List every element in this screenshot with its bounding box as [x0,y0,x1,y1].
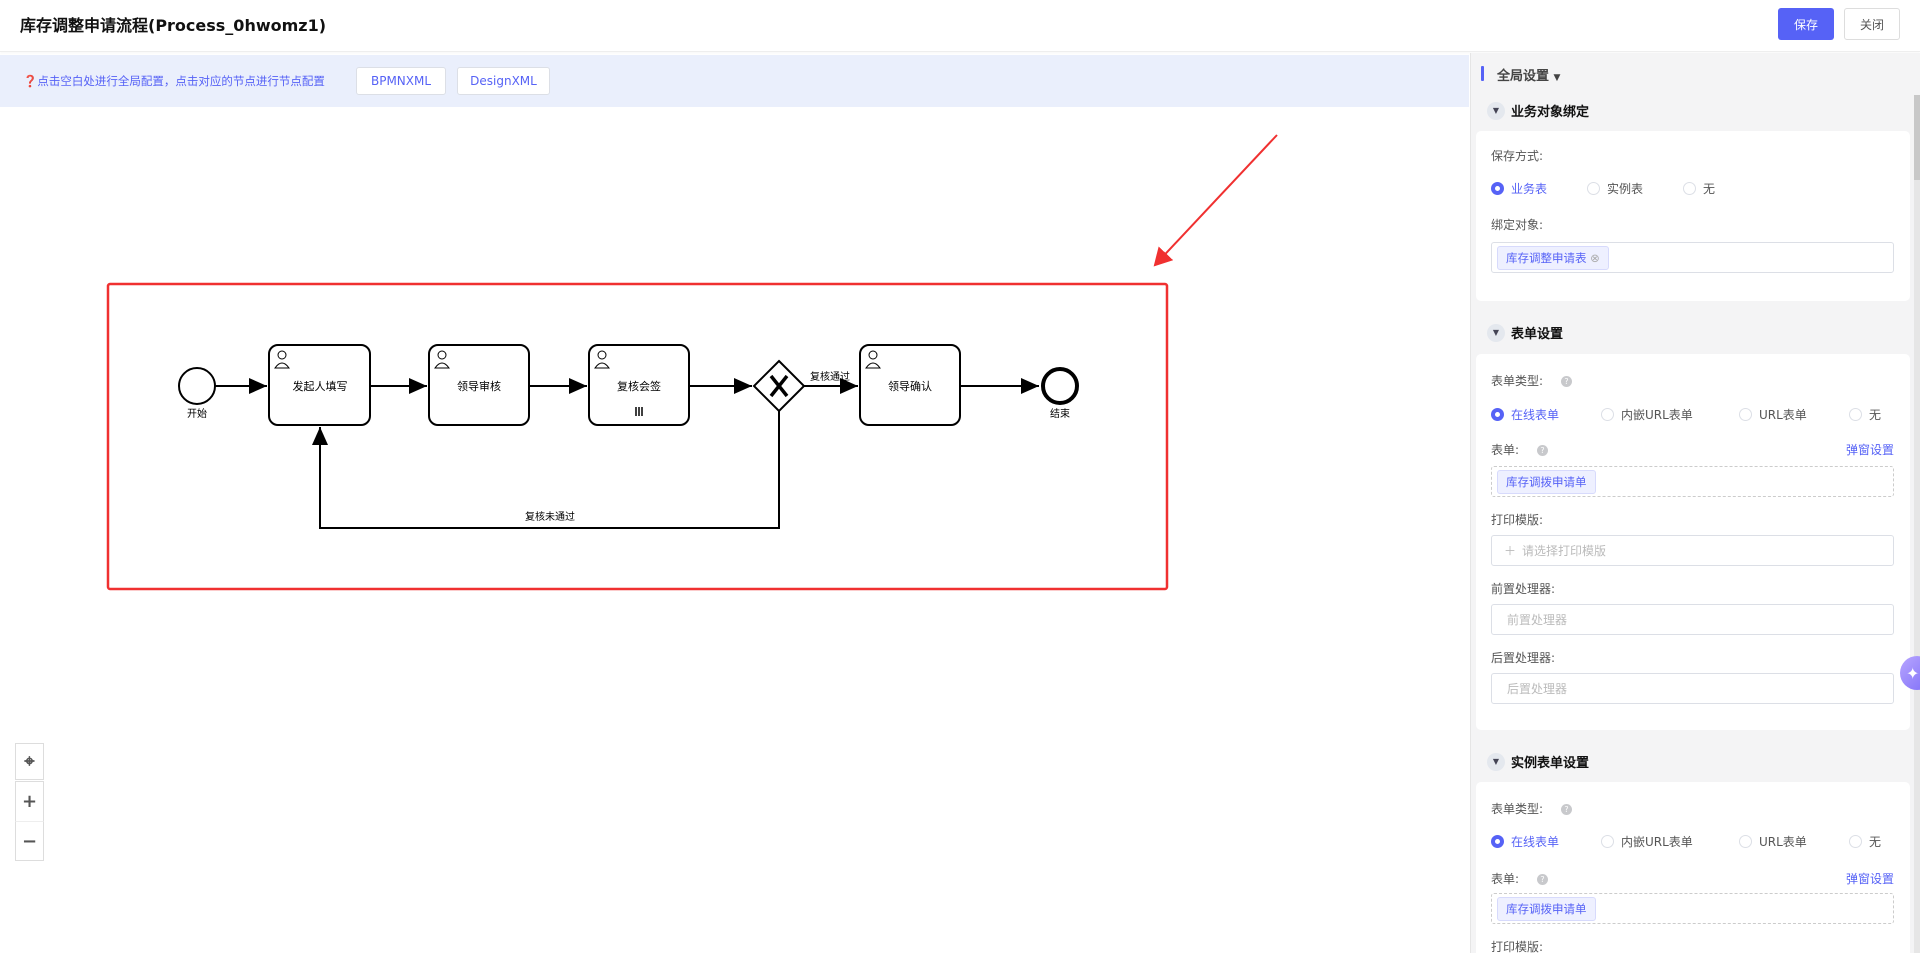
user-icon [274,350,290,369]
info-tip: ❓点击空白处进行全局配置，点击对应的节点进行节点配置 [23,74,325,88]
print-template-label: 打印模版: [1491,513,1544,527]
designxml-button[interactable]: DesignXML [457,67,550,95]
ai-assistant-button[interactable]: ✦ [1900,656,1920,690]
diagram-canvas[interactable]: 开始 结束 发起人填写 领导审核 复核会签 复核通过 复核未通过 领导确认 [0,107,1469,953]
print-template-select[interactable]: ＋请选择打印模版 [1491,535,1894,566]
end-event[interactable] [1041,367,1079,405]
radio-none[interactable]: 无 [1849,833,1881,850]
caret-down-icon: ▼ [1487,752,1505,771]
pre-processor-label: 前置处理器: [1491,582,1556,596]
help-icon: ? [1537,874,1549,885]
fit-view-button[interactable]: ⌖ [15,743,44,780]
user-icon [594,350,610,369]
form-label: 表单:? [1491,441,1549,458]
sparkle-icon: ✦ [1906,663,1920,683]
page-title: 库存调整申请流程(Process_0hwomz1) [20,16,327,35]
user-icon [434,350,450,369]
radio-url-form[interactable]: URL表单 [1739,833,1807,850]
crosshair-icon: ⌖ [24,751,35,772]
pre-processor-textarea[interactable]: 前置处理器 [1491,604,1894,635]
caret-down-icon: ▼ [1487,101,1505,120]
form-select[interactable]: 库存调拨申请单 [1491,893,1894,924]
accent-bar [1481,66,1484,81]
form-tag: 库存调拨申请单 [1497,469,1596,494]
scrollbar[interactable] [1914,95,1920,953]
task-initiator[interactable]: 发起人填写 [268,344,371,426]
task-countersign[interactable]: 复核会签 [588,344,690,426]
popup-settings-link[interactable]: 弹窗设置 [1845,443,1894,457]
start-label: 开始 [187,407,207,420]
radio-none[interactable]: 无 [1683,180,1715,197]
help-icon: ? [1561,376,1573,387]
post-processor-label: 后置处理器: [1491,651,1556,665]
post-processor-textarea[interactable]: 后置处理器 [1491,673,1894,704]
caret-down-icon: ▼ [1487,323,1505,342]
radio-online-form[interactable]: 在线表单 [1491,406,1559,423]
radio-embedded-url-form[interactable]: 内嵌URL表单 [1601,833,1693,850]
help-icon: ? [1561,804,1573,815]
radio-embedded-url-form[interactable]: 内嵌URL表单 [1601,406,1693,423]
save-button[interactable]: 保存 [1778,8,1834,40]
form-tag: 库存调拨申请单 [1497,896,1596,921]
parallel-multi-instance-icon [635,407,643,416]
close-button[interactable]: 关闭 [1844,8,1900,40]
form-label: 表单:? [1491,870,1549,887]
global-settings-dropdown[interactable]: 全局设置 ▼ [1497,69,1561,84]
radio-none[interactable]: 无 [1849,406,1881,423]
minus-icon: − [21,830,38,852]
header: 库存调整申请流程(Process_0hwomz1) 保存 关闭 [0,0,1920,52]
section-header-business[interactable]: ▼业务对象绑定 [1487,101,1589,120]
zoom-out-button[interactable]: − [15,821,44,861]
bind-object-input[interactable]: 库存调整申请表 ⊗ [1491,242,1894,273]
radio-business-table[interactable]: 业务表 [1491,180,1547,197]
form-type-label: 表单类型:? [1491,372,1573,389]
section-header-instance-form[interactable]: ▼实例表单设置 [1487,752,1589,771]
task-leader-confirm[interactable]: 领导确认 [859,344,961,426]
info-bar: ❓点击空白处进行全局配置，点击对应的节点进行节点配置 BPMNXML Desig… [0,55,1469,107]
highlight-box [106,282,1169,591]
task-label: 领导审核 [457,379,501,393]
radio-online-form[interactable]: 在线表单 [1491,833,1559,850]
task-leader-review[interactable]: 领导审核 [428,344,530,426]
task-label: 发起人填写 [293,379,348,393]
radio-url-form[interactable]: URL表单 [1739,406,1807,423]
bpmnxml-button[interactable]: BPMNXML [356,67,446,95]
bind-object-label: 绑定对象: [1491,218,1544,232]
plus-icon: + [21,791,38,812]
user-icon [865,350,881,369]
close-tag-icon[interactable]: ⊗ [1590,250,1600,265]
task-label: 复核会签 [617,379,661,393]
end-label: 结束 [1050,407,1070,420]
bind-object-tag: 库存调整申请表 ⊗ [1497,245,1609,270]
scrollbar-thumb[interactable] [1914,95,1920,180]
properties-panel: 全局设置 ▼ ▼业务对象绑定 保存方式: 业务表 实例表 无 绑定对象: 库存调… [1470,53,1920,953]
radio-instance-table[interactable]: 实例表 [1587,180,1643,197]
form-settings-card: 表单类型:? 在线表单 内嵌URL表单 URL表单 无 表单:? 弹窗设置 库存… [1476,354,1910,730]
form-select[interactable]: 库存调拨申请单 [1491,466,1894,497]
business-binding-card: 保存方式: 业务表 实例表 无 绑定对象: 库存调整申请表 ⊗ [1476,131,1910,301]
zoom-in-button[interactable]: + [15,781,44,821]
task-label: 领导确认 [888,380,932,393]
print-template-label: 打印模版: [1491,940,1544,953]
instance-form-card: 表单类型:? 在线表单 内嵌URL表单 URL表单 无 表单:? 弹窗设置 库存… [1476,782,1910,953]
annotation-arrow [1153,134,1278,267]
help-icon: ? [1537,445,1549,456]
start-event[interactable] [178,367,216,405]
exclusive-gateway[interactable] [752,359,806,413]
save-mode-label: 保存方式: [1491,149,1544,163]
flow-label-pass: 复核通过 [810,370,850,383]
form-type-label: 表单类型:? [1491,800,1573,817]
popup-settings-link[interactable]: 弹窗设置 [1845,872,1894,886]
section-header-form[interactable]: ▼表单设置 [1487,323,1563,342]
plus-icon: ＋ [1504,544,1517,558]
flow-label-reject: 复核未通过 [525,510,575,523]
